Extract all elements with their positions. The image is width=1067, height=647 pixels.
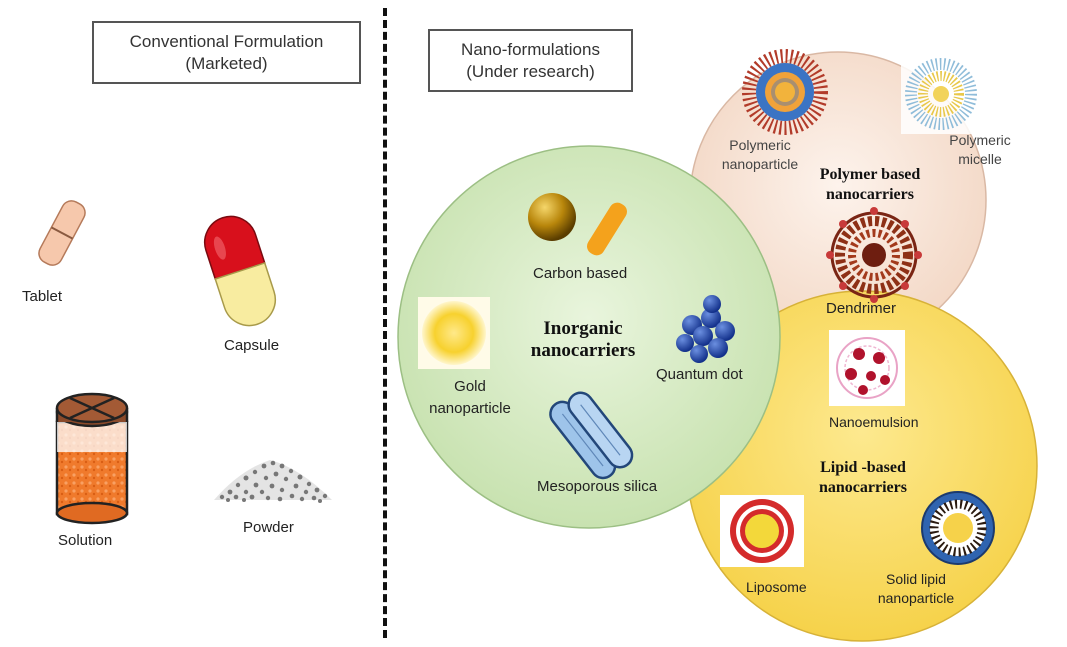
section-divider xyxy=(383,8,387,638)
capsule-label: Capsule xyxy=(224,337,280,354)
quantum-dot-label: Quantum dot xyxy=(656,366,743,383)
tablet-label: Tablet xyxy=(22,288,63,305)
polymeric-micelle-label: Polymeric micelle xyxy=(928,131,1032,169)
dendrimer-label: Dendrimer xyxy=(826,300,897,317)
polymeric-nanoparticle-icon xyxy=(742,49,828,135)
polymeric-np-line1: Polymeric xyxy=(729,137,791,153)
conventional-title: Conventional Formulation xyxy=(129,32,324,51)
polymer-title-line1: Polymer based xyxy=(819,166,921,183)
capsule-icon xyxy=(203,215,277,327)
conventional-title-box: Conventional Formulation (Marketed) xyxy=(92,21,361,84)
inorganic-title-line2: nanocarriers xyxy=(530,340,636,361)
polymeric-micelle-icon xyxy=(901,54,981,134)
micelle-line2: micelle xyxy=(958,151,1002,167)
polymer-title-line2: nanocarriers xyxy=(826,186,914,203)
sln-line2: nanoparticle xyxy=(877,590,955,606)
mesoporous-silica-label: Mesoporous silica xyxy=(537,478,658,495)
inorganic-title-line1: Inorganic xyxy=(543,318,623,339)
lipid-title-line1: Lipid -based xyxy=(820,459,906,476)
inorganic-title: Inorganic nanocarriers xyxy=(508,318,658,362)
mesoporous-silica-icon xyxy=(549,391,634,480)
quantum-dot-icon xyxy=(676,295,735,363)
carbon-based-icon xyxy=(528,193,627,256)
solution-jar-icon xyxy=(55,392,129,525)
polymer-title: Polymer based nanocarriers xyxy=(805,165,935,205)
polymeric-np-line2: nanoparticle xyxy=(721,156,799,172)
gold-nanoparticle-label: Gold nanoparticle xyxy=(414,376,526,420)
liposome-icon xyxy=(720,495,804,567)
gold-nanoparticle-icon xyxy=(418,297,490,369)
carbon-based-label: Carbon based xyxy=(533,265,628,282)
nano-title-box: Nano-formulations (Under research) xyxy=(428,29,633,92)
dendrimer-icon xyxy=(826,207,922,303)
lipid-title: Lipid -based nanocarriers xyxy=(798,458,928,498)
solid-lipid-nanoparticle-label: Solid lipid nanoparticle xyxy=(856,570,976,608)
liposome-label: Liposome xyxy=(746,579,807,595)
sln-line1: Solid lipid xyxy=(886,571,946,587)
gold-label-line2: nanoparticle xyxy=(429,400,511,417)
nano-title: Nano-formulations xyxy=(461,40,600,59)
conventional-subtitle: (Marketed) xyxy=(185,54,268,73)
tablet-icon xyxy=(38,200,86,266)
powder-label: Powder xyxy=(243,519,294,536)
lipid-title-line2: nanocarriers xyxy=(819,479,907,496)
powder-pile-icon xyxy=(214,460,332,503)
inorganic-circle xyxy=(397,145,781,529)
gold-label-line1: Gold xyxy=(454,378,486,395)
nanoemulsion-icon xyxy=(829,330,905,406)
solid-lipid-nanoparticle-icon xyxy=(921,491,995,565)
nanoemulsion-label: Nanoemulsion xyxy=(829,414,919,430)
nano-subtitle: (Under research) xyxy=(466,62,595,81)
solution-label: Solution xyxy=(58,532,113,549)
polymeric-nanoparticle-label: Polymeric nanoparticle xyxy=(705,136,815,174)
micelle-line1: Polymeric xyxy=(949,132,1011,148)
